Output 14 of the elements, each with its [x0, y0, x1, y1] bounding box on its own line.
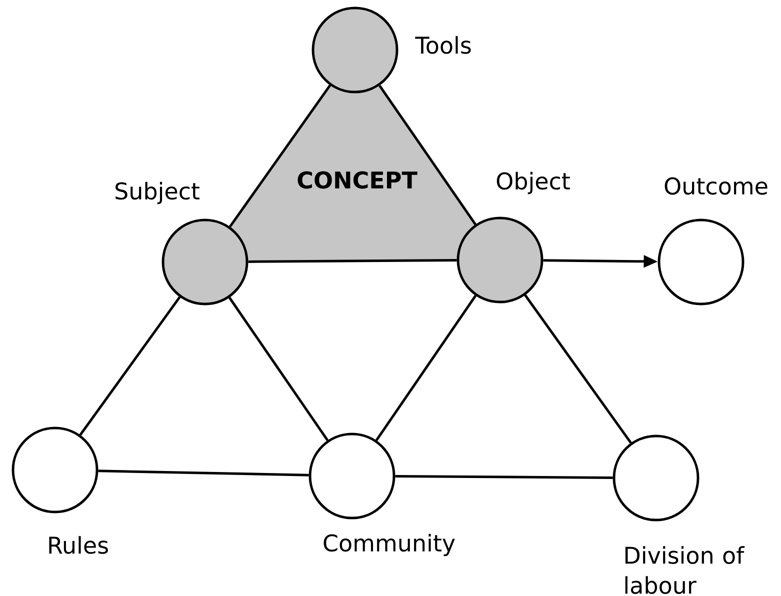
node-label: Community [324, 534, 455, 556]
connector-line [524, 294, 632, 444]
node-label: Outcome [664, 177, 768, 195]
connector-line [378, 84, 476, 226]
connector-line [228, 84, 332, 228]
node-label: Subject [116, 182, 200, 204]
node-label: Rules [49, 536, 108, 554]
connector-line [395, 475, 613, 479]
connector-line [248, 259, 457, 263]
node-label: Division of labour [625, 546, 745, 594]
connector-line [228, 296, 329, 442]
connector-line [375, 294, 477, 442]
connector-line [98, 470, 309, 476]
connector-line [79, 296, 181, 436]
